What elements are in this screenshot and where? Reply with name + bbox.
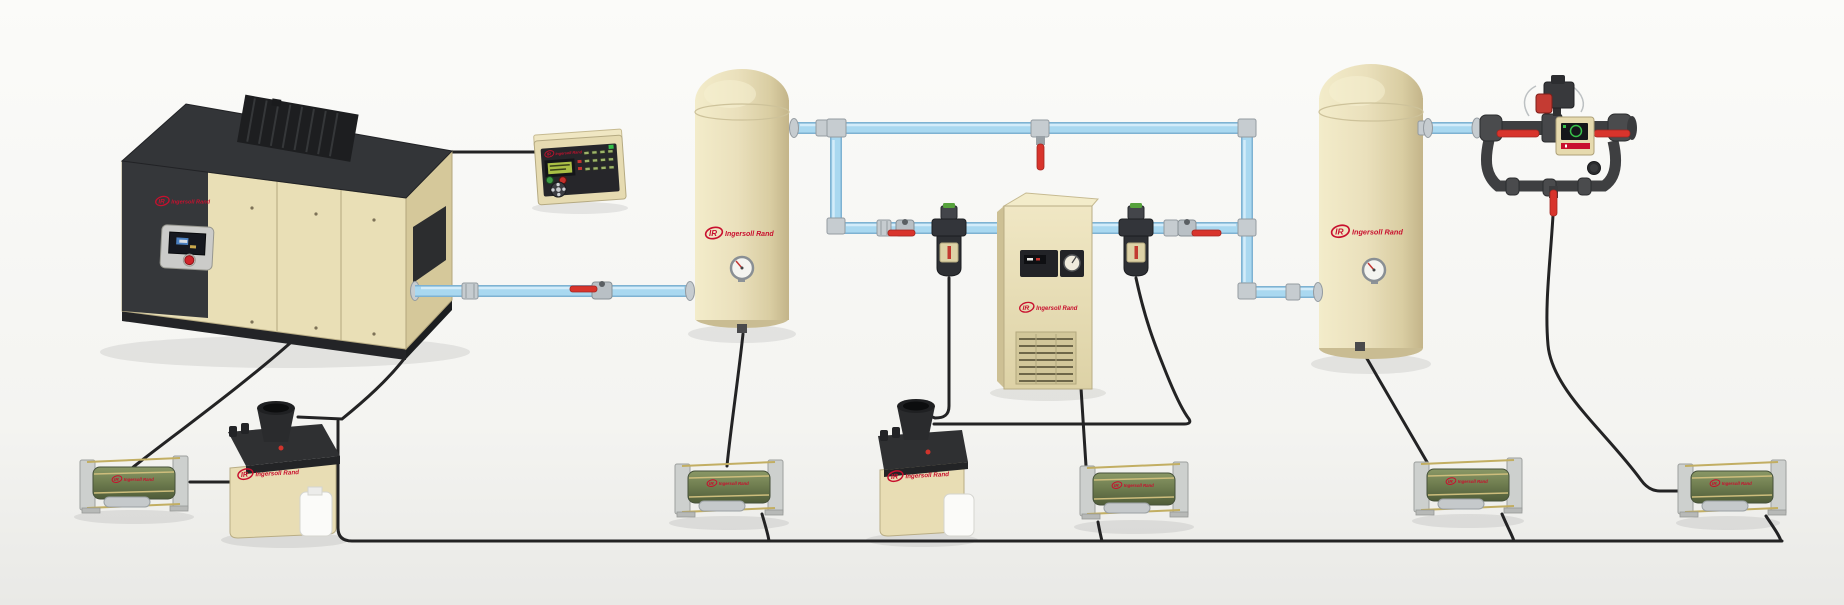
tank-drain-port bbox=[1355, 342, 1365, 351]
brand-logo: IR Ingersoll Rand bbox=[1330, 224, 1403, 239]
side-vent bbox=[413, 206, 446, 283]
status-led bbox=[608, 144, 614, 149]
svg-text:Ingersoll Rand: Ingersoll Rand bbox=[555, 150, 583, 156]
brand-logo: IR Ingersoll Rand bbox=[1019, 301, 1078, 313]
condensate-hose-drain5-out bbox=[1764, 514, 1783, 543]
refrigerated-air-dryer[interactable]: IR Ingersoll Rand bbox=[997, 192, 1100, 390]
dryer-vent-grille bbox=[1015, 331, 1077, 385]
svg-text:Ingersoll Rand: Ingersoll Rand bbox=[1036, 306, 1078, 312]
manifold-valve-right[interactable] bbox=[1593, 129, 1631, 138]
svg-text:Ingersoll Rand: Ingersoll Rand bbox=[725, 231, 774, 238]
svg-text:Ingersoll Rand: Ingersoll Rand bbox=[1352, 227, 1403, 236]
svg-text:Ingersoll Rand: Ingersoll Rand bbox=[255, 469, 299, 478]
condensate-hose-filter2-to-funnel2 bbox=[932, 276, 1192, 426]
svg-text:IR: IR bbox=[546, 151, 552, 156]
condensate-hose-dryer-to-drain3 bbox=[1079, 386, 1088, 468]
start-button[interactable] bbox=[545, 176, 554, 185]
condensate-hose-drain4-out bbox=[1500, 512, 1516, 543]
emergency-stop-button[interactable] bbox=[184, 255, 195, 266]
oil-water-separator-1[interactable]: IR Ingersoll Rand bbox=[228, 401, 340, 539]
compressor-hmi[interactable] bbox=[159, 224, 215, 271]
condensate-hose-filter1-to-funnel2 bbox=[928, 276, 951, 420]
manifold-drain-valve[interactable] bbox=[1549, 189, 1558, 217]
brand-logo: IR Ingersoll Rand bbox=[704, 226, 774, 240]
condensate-hose-drain3-out bbox=[1096, 520, 1104, 543]
svg-text:Ingersoll Rand: Ingersoll Rand bbox=[171, 199, 210, 205]
nav-dpad[interactable] bbox=[550, 181, 567, 198]
pressure-gauge bbox=[1063, 254, 1081, 272]
air-receiver-tank-2[interactable]: IR Ingersoll Rand bbox=[1318, 64, 1424, 359]
panel-screws bbox=[250, 206, 376, 336]
condensate-hose-tank1-to-drain2 bbox=[725, 332, 745, 468]
air-compressor[interactable]: IR Ingersoll Rand bbox=[120, 94, 454, 360]
oil-water-separator-2[interactable]: IR Ingersoll Rand bbox=[878, 399, 975, 537]
pilot-solenoid bbox=[1523, 75, 1584, 117]
manifold-valve-left[interactable] bbox=[1496, 129, 1540, 138]
air-receiver-tank-1[interactable]: IR Ingersoll Rand bbox=[694, 69, 790, 333]
condensate-hose-tank2-to-drain4 bbox=[1360, 348, 1429, 464]
svg-text:Ingersoll Rand: Ingersoll Rand bbox=[905, 471, 949, 480]
remote-controller[interactable]: IR Ingersoll Rand bbox=[533, 128, 627, 206]
svg-text:IR: IR bbox=[1023, 305, 1030, 312]
tank-drain-port bbox=[737, 324, 747, 333]
svg-text:IR: IR bbox=[1335, 226, 1343, 236]
separator-top bbox=[878, 430, 968, 470]
brand-logo: IR Ingersoll Rand bbox=[887, 470, 949, 483]
air-piping bbox=[410, 117, 1483, 302]
separator-funnel-inlet bbox=[897, 399, 935, 440]
separator-funnel-inlet bbox=[257, 401, 295, 442]
controller-lcd bbox=[547, 161, 573, 175]
pressure-gauge bbox=[729, 255, 755, 282]
separator-bottle bbox=[943, 493, 975, 537]
ball-valve-dryer-outlet[interactable] bbox=[1177, 219, 1222, 237]
separator-bottle bbox=[299, 491, 333, 537]
ball-valve-dryer-inlet[interactable] bbox=[887, 219, 916, 237]
flow-controller-display[interactable] bbox=[1555, 116, 1595, 156]
ball-valve-compressor-line[interactable] bbox=[569, 281, 613, 300]
compressor-base bbox=[122, 311, 406, 360]
separator-top bbox=[228, 424, 340, 466]
svg-text:IR: IR bbox=[158, 198, 165, 205]
condensate-collector-line bbox=[336, 419, 1784, 543]
pipe-fittings bbox=[461, 117, 1483, 302]
svg-text:IR: IR bbox=[891, 472, 899, 481]
brand-logo: IR Ingersoll Rand bbox=[544, 150, 583, 158]
pressure-gauge bbox=[1361, 257, 1387, 284]
svg-text:IR: IR bbox=[709, 229, 717, 238]
brand-logo: IR Ingersoll Rand bbox=[237, 468, 299, 481]
svg-text:IR: IR bbox=[241, 470, 249, 479]
ball-valve-bypass[interactable] bbox=[1030, 119, 1050, 171]
top-vent-grille bbox=[237, 94, 359, 162]
compressor-top bbox=[120, 103, 454, 199]
controller-keypad[interactable] bbox=[577, 149, 615, 171]
brand-logo: IR Ingersoll Rand bbox=[155, 195, 211, 207]
condensate-hose-drain2-out bbox=[760, 512, 771, 543]
condensate-hose-compressor-to-drain1 bbox=[130, 334, 300, 470]
condensate-hose-manifold-to-drain5 bbox=[1545, 194, 1686, 493]
flow-controller[interactable] bbox=[1479, 75, 1637, 217]
